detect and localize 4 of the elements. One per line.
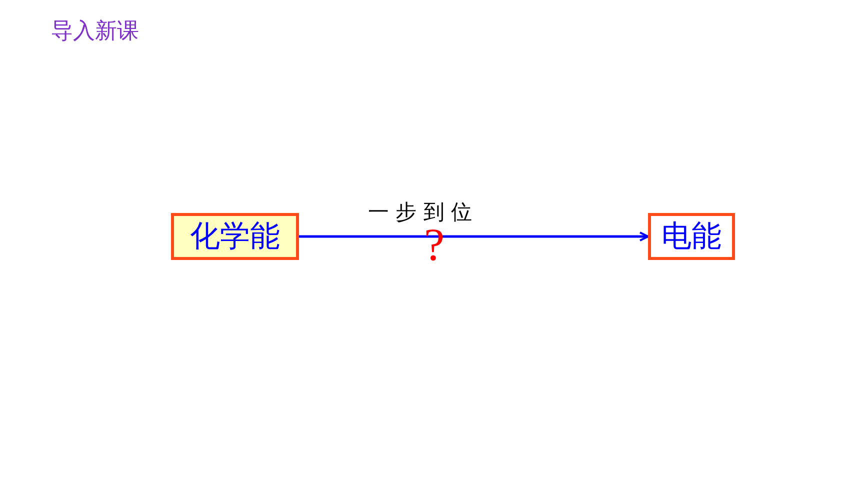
text-box: 电能 (648, 213, 735, 260)
slide-title: 导入新课 (51, 18, 139, 46)
text-box: 化学能 (171, 213, 299, 260)
arrow (299, 232, 649, 242)
